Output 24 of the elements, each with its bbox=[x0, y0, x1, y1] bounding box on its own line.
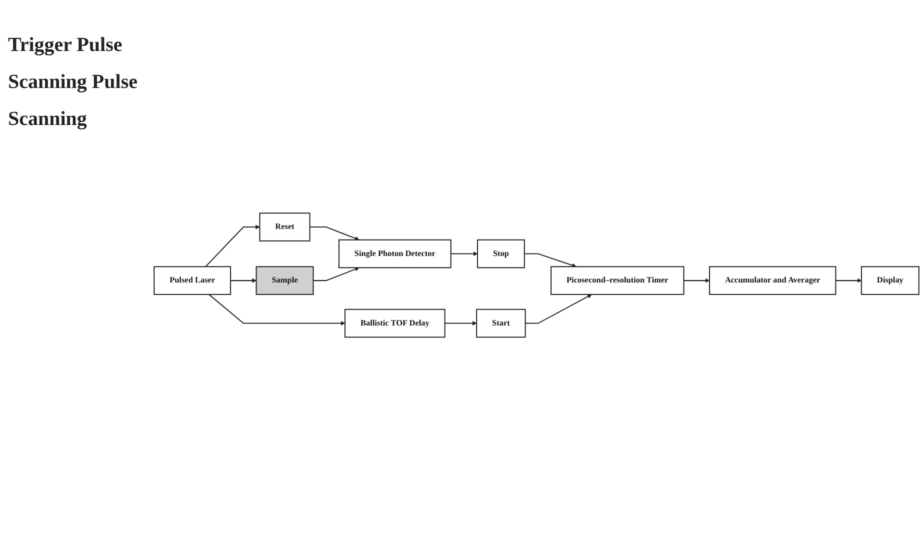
node-box: Start bbox=[476, 308, 526, 338]
annotation-text: Scanning bbox=[8, 108, 88, 131]
arrow bbox=[310, 226, 360, 240]
arrow bbox=[524, 253, 576, 268]
node-box: Ballistic TOF Delay bbox=[344, 308, 446, 338]
node-box: Accumulator and Averager bbox=[708, 266, 836, 295]
arrow bbox=[444, 320, 477, 326]
node-box: Picosecond–resolution Timer bbox=[550, 266, 684, 295]
arrow bbox=[313, 266, 360, 281]
node-box: Reset bbox=[259, 212, 310, 242]
arrow bbox=[208, 294, 346, 326]
arrow bbox=[836, 278, 862, 283]
arrow bbox=[525, 294, 592, 324]
arrow bbox=[450, 251, 478, 256]
annotation-text: Trigger Pulse bbox=[8, 34, 124, 57]
node-box: Single Photon Detector bbox=[338, 239, 452, 268]
node-box: Stop bbox=[477, 239, 525, 268]
arrow bbox=[205, 224, 260, 267]
node-box: Sample bbox=[256, 266, 314, 295]
node-box: Display bbox=[860, 266, 920, 295]
arrow bbox=[230, 278, 256, 283]
arrow bbox=[684, 278, 710, 283]
annotation-text: Scanning Pulse bbox=[8, 71, 138, 94]
node-box: Pulsed Laser bbox=[154, 266, 232, 295]
